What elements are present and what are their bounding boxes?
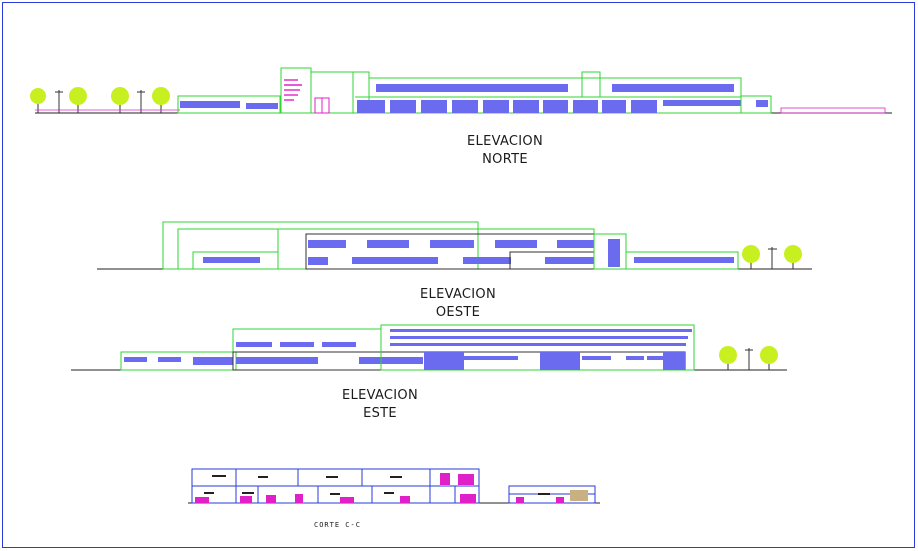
tree-icon [69,87,87,113]
tree-icon [719,346,737,370]
west-elevation-title-line1: ELEVACION [420,287,496,302]
section-cut [188,468,600,504]
elevation-west [97,221,812,270]
east-elevation-title: ELEVACION ESTE [320,387,440,423]
north-elevation-title: ELEVACION NORTE [445,133,565,169]
lamp-icon [745,348,753,370]
elevation-north [30,67,892,114]
west-elevation-title: ELEVACION OESTE [398,286,518,322]
elevation-east [71,324,787,371]
tree-icon [742,245,760,269]
east-elevation-title-line2: ESTE [363,406,397,421]
tree-icon [784,245,802,269]
north-elevation-title-line2: NORTE [482,152,528,167]
north-elevation-title-line1: ELEVACION [467,134,543,149]
tree-icon [152,87,170,113]
tree-icon [30,88,46,113]
east-elevation-title-line1: ELEVACION [342,388,418,403]
tree-icon [111,87,129,113]
lamp-icon [55,90,63,113]
section-label: CORTE C-C [314,521,361,529]
west-elevation-title-line2: OESTE [435,305,481,320]
lamp-icon [768,247,777,269]
lamp-icon [137,90,145,113]
tree-icon [760,346,778,370]
